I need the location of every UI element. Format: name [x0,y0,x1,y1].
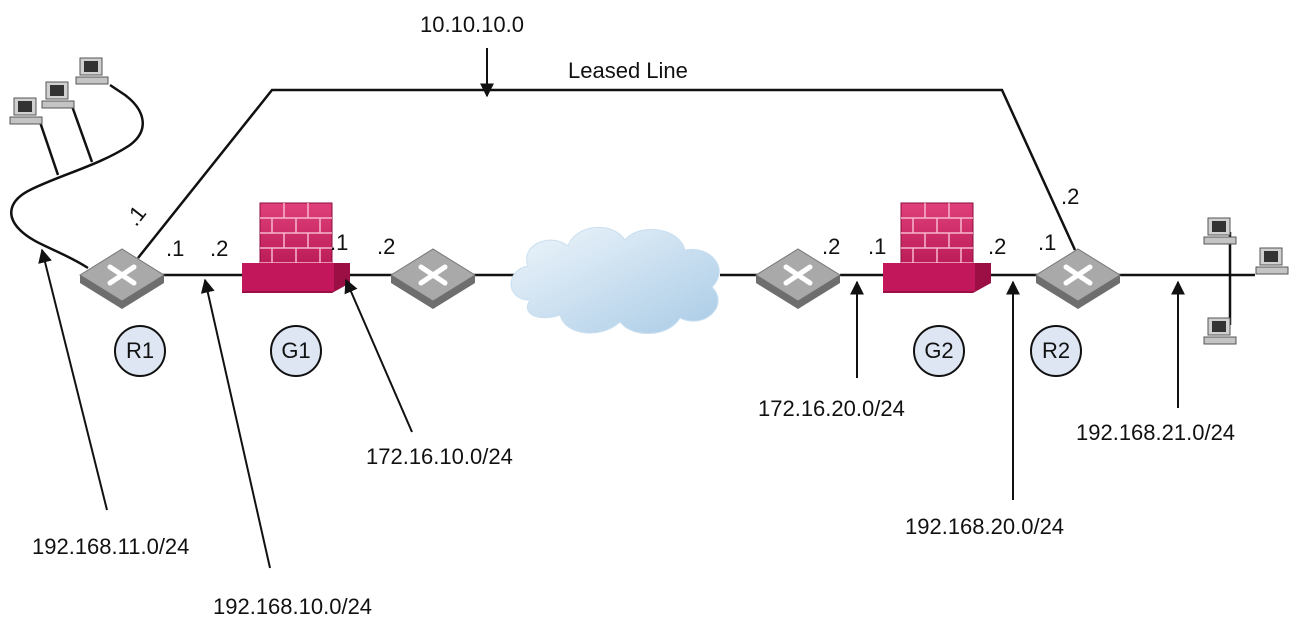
g1-r1-if-label: .2 [210,236,229,261]
firewall-g2-icon [883,202,991,293]
leased-line-label: Leased Line [568,58,688,83]
isp2-in-if-label: .2 [822,234,841,259]
g1-wan-label: 172.16.10.0/24 [366,444,513,469]
workstation-icon [1203,317,1237,345]
r1-lan-drop-2 [70,105,94,163]
workstation-icon [41,81,75,109]
router-r2-icon [1035,248,1121,309]
r1-g1-if-label: .1 [166,236,185,261]
isp1-in-if-label: .2 [377,234,396,259]
router-isp2-icon [755,248,841,309]
g2-r2-if-label: .2 [988,234,1007,259]
router-isp1-icon [390,248,476,309]
g2-r2-label: 192.168.20.0/24 [905,514,1065,539]
g1-out-if-label: .1 [330,230,349,255]
workstation-icon [9,97,43,125]
workstation-icon [1203,217,1237,245]
arrow-g1-wan [344,278,413,433]
firewall-g1-icon [242,202,350,293]
workstation-icon [75,57,109,85]
g2-wan-label: 172.16.20.0/24 [758,396,905,421]
r1-g1-label: 192.168.10.0/24 [213,594,373,619]
internet-cloud-icon [510,226,720,335]
r2-lan-label: 192.168.21.0/24 [1076,420,1236,445]
workstation-icon [1255,247,1289,275]
r1-lan-label: 192.168.11.0/24 [32,534,190,559]
node-g1: G1 [270,325,322,377]
r2-g2-if-label: .1 [1038,230,1057,255]
arrow-r1-g1 [200,278,271,569]
r2-leased-if-label: .2 [1061,184,1080,209]
node-g2: G2 [913,325,965,377]
arrow-r1-lan [38,248,108,511]
node-r2: R2 [1030,325,1082,377]
leased-subnet-label: 10.10.10.0 [420,12,524,37]
r1-lan-drop-1 [38,121,60,176]
node-r1: R1 [114,325,166,377]
router-r1-icon [79,248,165,309]
g2-out-if-label: .1 [868,234,887,259]
leased-line [137,88,1077,259]
r1-lan-bus [10,83,144,270]
